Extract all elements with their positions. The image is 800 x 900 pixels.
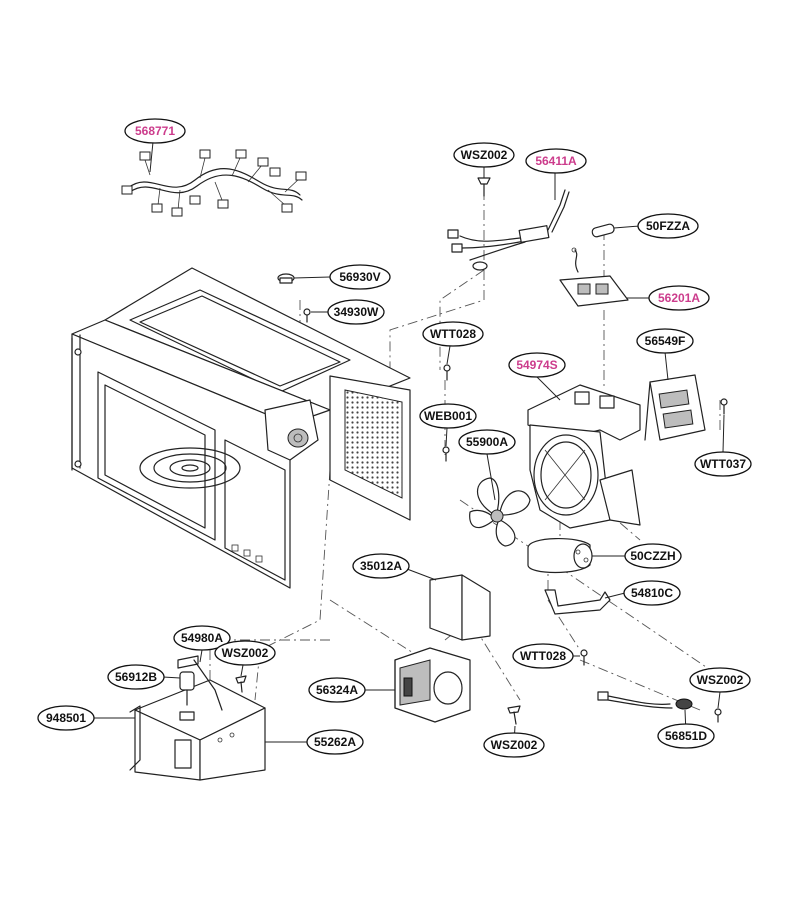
fan-motor-bracket[interactable]	[527, 384, 641, 529]
part-number-56851d: 56851D	[665, 729, 707, 743]
part-number-54810c: 54810C	[631, 586, 673, 600]
callout-568771: 568771	[124, 118, 186, 144]
callout-56549f: 56549F	[636, 328, 694, 354]
part-number-web001: WEB001	[424, 409, 472, 423]
part-number-54974s: 54974S	[516, 358, 557, 372]
screw-web001[interactable]	[442, 446, 450, 462]
callout-56324a: 56324A	[308, 677, 366, 703]
screw-wtt028-bottom[interactable]	[580, 649, 588, 666]
door-interlock-assembly[interactable]	[644, 374, 706, 441]
part-number-948501: 948501	[46, 711, 86, 725]
part-number-56324a: 56324A	[316, 683, 358, 697]
part-number-wtt028-top: WTT028	[430, 327, 476, 341]
callout-wsz002-top: WSZ002	[453, 142, 515, 168]
callout-54974s: 54974S	[508, 352, 566, 378]
callout-wsz002-bottom: WSZ002	[483, 732, 545, 758]
small-screw[interactable]	[303, 308, 311, 323]
high-voltage-capacitor[interactable]	[527, 537, 593, 574]
part-number-568771: 568771	[135, 124, 175, 138]
part-number-wsz002-bottom: WSZ002	[491, 738, 538, 752]
part-number-wsz002-mid: WSZ002	[222, 646, 269, 660]
callout-50fzza: 50FZZA	[637, 213, 699, 239]
callout-34930w: 34930W	[327, 299, 385, 325]
part-number-34930w: 34930W	[334, 305, 379, 319]
part-number-55262a: 55262A	[314, 735, 356, 749]
sensor-harness[interactable]	[447, 189, 570, 271]
part-number-56912b: 56912B	[115, 670, 157, 684]
part-number-55900a: 55900A	[466, 435, 508, 449]
callout-wtt028-bottom: WTT028	[512, 643, 574, 669]
cooling-fan[interactable]	[469, 477, 531, 547]
hv-fuse[interactable]	[179, 671, 195, 706]
screw-wtt037[interactable]	[720, 398, 728, 415]
callout-54810c: 54810C	[623, 580, 681, 606]
callout-56930v: 56930V	[329, 264, 391, 290]
part-number-56411a: 56411A	[535, 154, 577, 168]
part-number-wtt028-bottom: WTT028	[520, 649, 566, 663]
callout-wsz002-right: WSZ002	[689, 667, 751, 693]
screw-top[interactable]	[477, 177, 491, 197]
screw-wsz002-mid[interactable]	[235, 675, 247, 693]
magnetron[interactable]	[394, 647, 471, 723]
callout-50czzh: 50CZZH	[624, 543, 682, 569]
thermistor-cable[interactable]	[597, 691, 693, 710]
part-number-56201a: 56201A	[658, 291, 700, 305]
diode[interactable]	[177, 655, 223, 711]
air-guide-duct[interactable]	[429, 574, 491, 641]
high-voltage-transformer[interactable]	[129, 679, 266, 781]
part-number-56930v: 56930V	[339, 270, 380, 284]
callout-56912b: 56912B	[107, 664, 165, 690]
part-number-wsz002-right: WSZ002	[697, 673, 744, 687]
callout-56201a: 56201A	[648, 285, 710, 311]
callout-55262a: 55262A	[306, 729, 364, 755]
capacitor-bracket[interactable]	[544, 589, 611, 615]
part-number-wtt037: WTT037	[700, 457, 746, 471]
callout-54980a: 54980A	[173, 625, 231, 651]
wire-harness[interactable]	[121, 149, 307, 217]
part-number-wsz002-top: WSZ002	[461, 148, 508, 162]
part-number-56549f: 56549F	[645, 334, 686, 348]
part-number-54980a: 54980A	[181, 631, 223, 645]
callout-56411a: 56411A	[525, 148, 587, 174]
callout-56851d: 56851D	[657, 723, 715, 749]
part-number-35012a: 35012A	[360, 559, 402, 573]
callout-wtt028-top: WTT028	[422, 321, 484, 347]
callout-948501: 948501	[37, 705, 95, 731]
callout-55900a: 55900A	[458, 429, 516, 455]
callout-wtt037: WTT037	[694, 451, 752, 477]
callout-35012a: 35012A	[352, 553, 410, 579]
noise-filter-board[interactable]	[559, 247, 629, 307]
fuse[interactable]	[591, 223, 615, 238]
thermal-cutoff[interactable]	[277, 273, 295, 284]
callout-web001: WEB001	[419, 403, 477, 429]
part-number-50czzh: 50CZZH	[630, 549, 675, 563]
part-number-50fzza: 50FZZA	[646, 219, 690, 233]
callout-labels: 568771 WSZ002 56411A 50FZZA 56930V 56201…	[37, 118, 752, 758]
oven-cavity-frame[interactable]	[71, 267, 411, 589]
screw-wtt028-top[interactable]	[443, 364, 451, 381]
screw-wsz002-right[interactable]	[714, 708, 722, 723]
screw-wsz002-bottom[interactable]	[507, 705, 521, 725]
callout-wsz002-mid: WSZ002	[214, 640, 276, 666]
